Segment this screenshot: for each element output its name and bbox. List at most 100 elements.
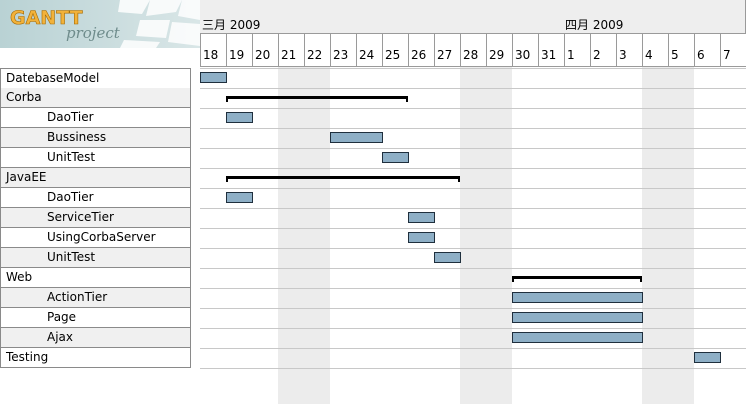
row-gridline [200, 228, 746, 229]
weekend-column [304, 67, 330, 404]
task-row[interactable]: ServiceTier [0, 208, 191, 228]
row-gridline [200, 148, 746, 149]
task-bar[interactable] [512, 292, 643, 303]
header-separator [200, 66, 746, 67]
day-header: 18 [200, 34, 226, 67]
task-name: ServiceTier [47, 210, 114, 224]
task-name: Page [47, 310, 77, 324]
day-header: 7 [720, 34, 746, 67]
weekend-column [460, 67, 486, 404]
task-row[interactable]: Page [0, 308, 191, 328]
weekend-column [278, 67, 304, 404]
day-header: 6 [694, 34, 720, 67]
day-header: 1 [564, 34, 590, 67]
day-label: 26 [411, 48, 427, 62]
task-row[interactable]: DaoTier [0, 188, 191, 208]
row-gridline [200, 308, 746, 309]
day-label: 29 [489, 48, 505, 62]
weekend-column [486, 67, 512, 404]
day-header: 20 [252, 34, 278, 67]
day-header: 2 [590, 34, 616, 67]
task-bar[interactable] [512, 312, 643, 323]
task-row[interactable]: Bussiness [0, 128, 191, 148]
day-label: 2 [593, 48, 601, 62]
task-row[interactable]: UnitTest [0, 248, 191, 268]
task-row[interactable]: ActionTier [0, 288, 191, 308]
day-header: 31 [538, 34, 564, 67]
day-label: 31 [541, 48, 557, 62]
task-name: UsingCorbaServer [47, 230, 156, 244]
summary-bar[interactable] [226, 96, 408, 102]
day-label: 4 [645, 48, 653, 62]
task-bar[interactable] [694, 352, 721, 363]
task-bar[interactable] [434, 252, 461, 263]
task-bar[interactable] [512, 332, 643, 343]
day-label: 7 [723, 48, 731, 62]
month-label: 四月 2009 [565, 18, 624, 32]
row-gridline [200, 208, 746, 209]
day-header: 19 [226, 34, 252, 67]
task-bar[interactable] [382, 152, 409, 163]
task-name: UnitTest [47, 150, 96, 164]
day-label: 22 [307, 48, 323, 62]
month-header: 三月 2009 [200, 0, 564, 34]
task-row[interactable]: Testing [0, 348, 191, 368]
row-gridline [200, 68, 746, 69]
row-gridline [200, 248, 746, 249]
row-gridline [200, 168, 746, 169]
task-bar[interactable] [226, 192, 253, 203]
task-bar[interactable] [200, 72, 227, 83]
day-header: 29 [486, 34, 512, 67]
task-name: Web [6, 270, 33, 284]
day-label: 28 [463, 48, 479, 62]
summary-bar[interactable] [226, 176, 460, 182]
day-header: 26 [408, 34, 434, 67]
row-gridline [200, 88, 746, 89]
day-header: 27 [434, 34, 460, 67]
day-label: 23 [333, 48, 349, 62]
row-gridline [200, 128, 746, 129]
task-row[interactable]: JavaEE [0, 168, 191, 188]
task-name: Ajax [47, 330, 73, 344]
day-label: 27 [437, 48, 453, 62]
row-gridline [200, 368, 746, 369]
task-row[interactable]: UnitTest [0, 148, 191, 168]
task-row[interactable]: Web [0, 268, 191, 288]
task-row[interactable]: Ajax [0, 328, 191, 348]
task-bar[interactable] [408, 212, 435, 223]
day-header: 22 [304, 34, 330, 67]
task-name: DaoTier [47, 110, 94, 124]
day-label: 5 [671, 48, 679, 62]
row-gridline [200, 268, 746, 269]
day-label: 6 [697, 48, 705, 62]
summary-bar[interactable] [512, 276, 642, 282]
task-row[interactable]: UsingCorbaServer [0, 228, 191, 248]
task-bar[interactable] [226, 112, 253, 123]
task-name: JavaEE [6, 170, 47, 184]
task-bar[interactable] [330, 132, 383, 143]
day-header: 23 [330, 34, 356, 67]
logo-text: GANTT project [10, 7, 121, 42]
task-name: UnitTest [47, 250, 96, 264]
task-name: Corba [6, 90, 42, 104]
day-label: 21 [281, 48, 297, 62]
task-row[interactable]: Corba [0, 88, 191, 108]
task-row[interactable]: DaoTier [0, 108, 191, 128]
task-name: DatebaseModel [6, 71, 100, 85]
day-label: 3 [619, 48, 627, 62]
weekend-column [642, 67, 668, 404]
day-label: 18 [203, 48, 219, 62]
task-row[interactable]: DatebaseModel [0, 68, 191, 89]
weekend-column [668, 67, 694, 404]
month-label: 三月 2009 [202, 18, 261, 32]
task-name: Testing [6, 350, 49, 364]
svg-text:project: project [66, 24, 121, 42]
day-header: 25 [382, 34, 408, 67]
svg-text:GANTT: GANTT [10, 7, 83, 29]
day-label: 24 [359, 48, 375, 62]
task-bar[interactable] [408, 232, 435, 243]
day-header: 28 [460, 34, 486, 67]
day-label: 1 [567, 48, 575, 62]
